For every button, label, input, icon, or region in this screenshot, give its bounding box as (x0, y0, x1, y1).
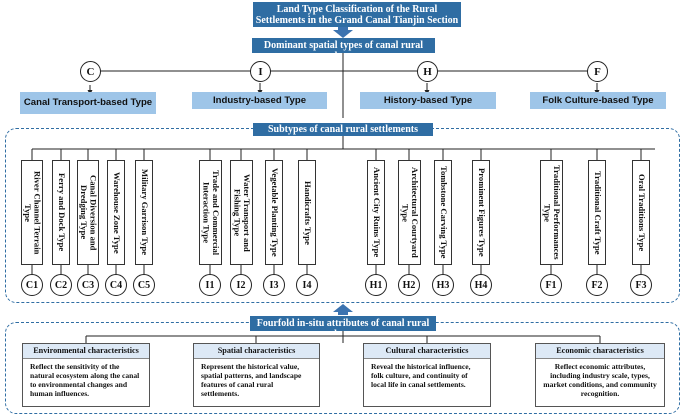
subtypes-banner: Subtypes of canal rural settlements (253, 123, 433, 136)
category-box-folk-culture: Folk Culture-based Type (530, 92, 666, 109)
attribute-title: Economic characteristics (536, 344, 664, 359)
subtype-code-c4: C4 (105, 274, 127, 296)
attribute-title: Cultural characteristics (364, 344, 490, 359)
category-circle-h: H (417, 61, 438, 82)
subtype-box-c2: Ferry and Dock Type (52, 160, 70, 265)
subtype-code-h1: H1 (365, 274, 387, 296)
dominant-types-heading: Dominant spatial types of canal rural se… (263, 40, 424, 53)
subtype-box-f3: Oral Traditions Type (632, 160, 650, 265)
subtype-label: Vegetable Planting Type (269, 168, 280, 257)
subtype-label: Traditional Performances Type (542, 165, 563, 260)
subtype-code-h2: H2 (398, 274, 420, 296)
subtype-box-i1: Trade and Commercial Interaction Type (199, 160, 222, 265)
subtype-box-i3: Vegetable Planting Type (265, 160, 283, 265)
attributes-heading: Fourfold in-situ attributes of canal rur… (256, 318, 430, 331)
attribute-card-spatial: Spatial characteristics Represent the hi… (193, 343, 320, 407)
down-arrow-icon (333, 27, 353, 38)
category-box-industry: Industry-based Type (192, 92, 327, 109)
subtype-code-h4: H4 (470, 274, 492, 296)
subtype-code-c5: C5 (133, 274, 155, 296)
attribute-title: Spatial characteristics (194, 344, 319, 359)
subtype-label: Prominent Figures Type (476, 168, 487, 257)
category-box-canal-transport: Canal Transport-based Type (20, 92, 156, 114)
subtype-box-i2: Water Transport and Fishing Type (230, 160, 253, 265)
attribute-card-environmental: Environmental characteristics Reflect th… (22, 343, 150, 407)
category-circle-i: I (250, 61, 271, 82)
category-label: Canal Transport-based Type (23, 97, 153, 108)
subtype-label: Handicrafts Type (302, 180, 313, 245)
diagram-title: Land Type Classification of the Rural Se… (253, 2, 461, 27)
attribute-text: Reflect the sensitivity of the natural e… (30, 362, 140, 398)
category-circle-c: C (80, 61, 101, 82)
subtype-code-c1: C1 (21, 274, 43, 296)
subtype-code-c3: C3 (77, 274, 99, 296)
subtype-box-h3: Tombstone Carving Type (434, 160, 452, 265)
subtype-code-i1: I1 (199, 274, 221, 296)
category-box-history: History-based Type (360, 92, 496, 109)
category-label: Folk Culture-based Type (542, 94, 654, 106)
subtype-code-i2: I2 (230, 274, 252, 296)
subtype-label: Military Garrison Type (139, 169, 150, 256)
dominant-types-banner: Dominant spatial types of canal rural se… (252, 38, 435, 53)
attributes-banner: Fourfold in-situ attributes of canal rur… (250, 316, 436, 331)
subtype-label: Ancient City Ruins Type (371, 167, 382, 258)
subtype-label: Ferry and Dock Type (56, 173, 67, 252)
subtype-label: Trade and Commercial Interaction Type (201, 169, 222, 256)
subtype-box-h1: Ancient City Ruins Type (367, 160, 385, 265)
attribute-title: Environmental characteristics (23, 344, 149, 359)
subtype-label: Architectural Courtyard Type (400, 167, 421, 258)
category-label: History-based Type (383, 94, 473, 106)
subtype-label: Tombstone Carving Type (438, 166, 449, 259)
attribute-text: Reveal the historical influence, folk cu… (371, 362, 471, 389)
diagram-title-text: Land Type Classification of the Rural Se… (255, 4, 459, 26)
attribute-card-economic: Economic characteristics Reflect economi… (535, 343, 665, 407)
subtype-code-i3: I3 (263, 274, 285, 296)
subtype-label: Canal Diversion and Dredging Type (79, 174, 99, 251)
subtype-code-f3: F3 (630, 274, 652, 296)
subtypes-heading: Subtypes of canal rural settlements (268, 124, 418, 135)
subtype-code-f2: F2 (586, 274, 608, 296)
subtype-label: River Channel Terrain Type (23, 170, 43, 255)
up-arrow-icon (333, 304, 353, 315)
subtype-label: Water Transport and Fishing Type (232, 173, 253, 252)
attribute-card-cultural: Cultural characteristics Reveal the hist… (363, 343, 491, 407)
subtype-code-f1: F1 (540, 274, 562, 296)
subtype-code-h3: H3 (432, 274, 454, 296)
subtype-label: Warehouse Zone Type (111, 171, 122, 254)
subtype-box-f2: Traditional Craft Type (588, 160, 606, 265)
subtype-box-c5: Military Garrison Type (135, 160, 153, 265)
subtype-code-c2: C2 (50, 274, 72, 296)
category-circle-f: F (587, 61, 608, 82)
subtype-box-c1: River Channel Terrain Type (21, 160, 43, 265)
attribute-text: Reflect economic attributes, including i… (543, 362, 657, 398)
attribute-text: Represent the historical value, spatial … (201, 362, 302, 398)
subtype-box-f1: Traditional Performances Type (540, 160, 563, 265)
subtype-box-c4: Warehouse Zone Type (107, 160, 125, 265)
subtype-box-i4: Handicrafts Type (298, 160, 316, 265)
subtype-box-c3: Canal Diversion and Dredging Type (77, 160, 99, 265)
category-label: Industry-based Type (212, 94, 307, 106)
subtype-code-i4: I4 (296, 274, 318, 296)
subtype-box-h4: Prominent Figures Type (472, 160, 490, 265)
subtype-label: Oral Traditions Type (636, 173, 647, 252)
subtype-box-h2: Architectural Courtyard Type (398, 160, 421, 265)
subtype-label: Traditional Craft Type (592, 170, 603, 255)
